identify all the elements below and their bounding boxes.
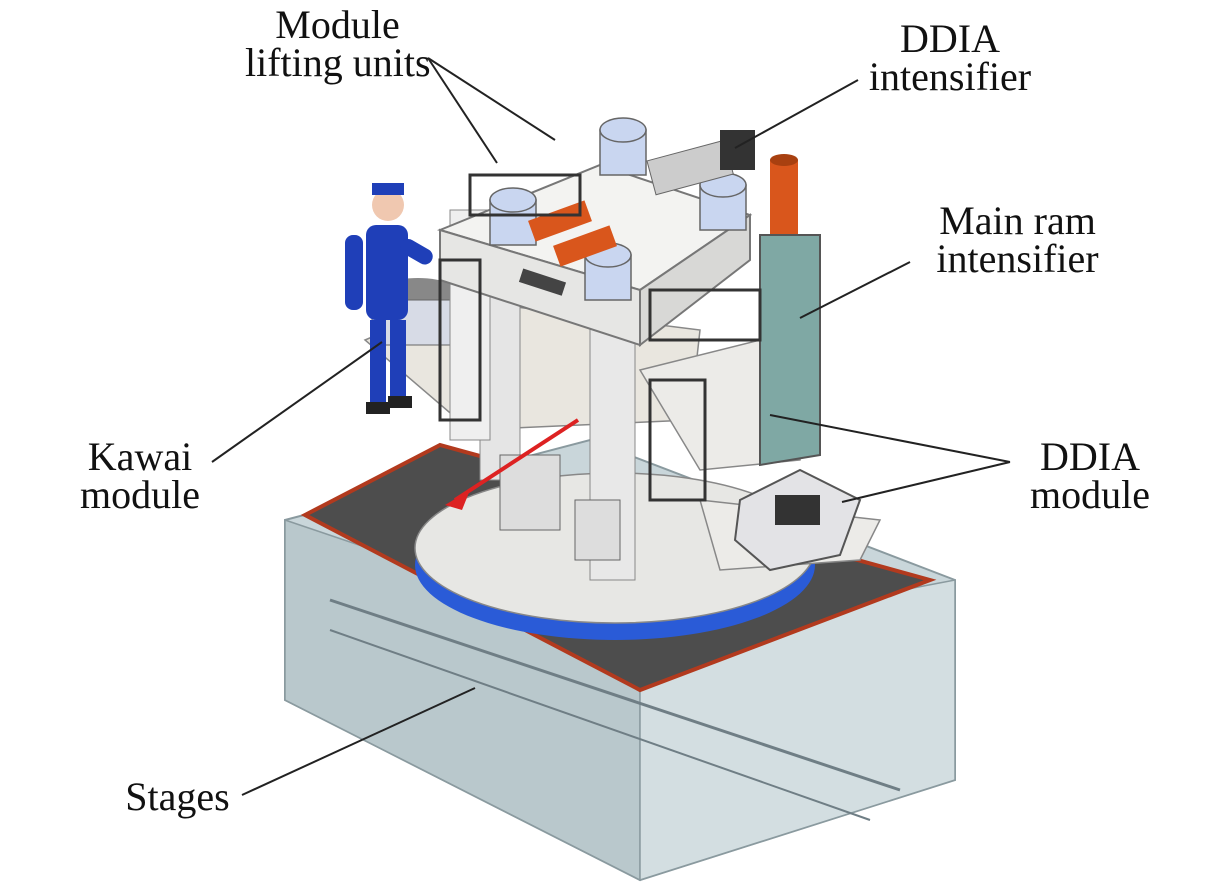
lifting-unit-frames (438, 173, 762, 502)
label-line: intensifier (868, 54, 1032, 99)
label-main-ram-intensifier: Main ram intensifier (920, 198, 1115, 281)
label-ddia-module: DDIA module (1015, 434, 1165, 517)
leader-ddia-module-1 (769, 414, 1011, 463)
leader-stages (241, 687, 476, 796)
leader-main-ram (799, 261, 911, 319)
label-line: Stages (125, 774, 230, 819)
label-line: intensifier (936, 236, 1099, 281)
label-line: module (80, 472, 200, 517)
label-line: Module (275, 2, 400, 47)
leader-kawai (211, 341, 383, 463)
label-kawai-module: Kawai module (65, 434, 215, 517)
label-line: module (1030, 472, 1150, 517)
label-stages: Stages (110, 774, 245, 819)
label-line: lifting units (245, 40, 431, 85)
leader-lines (211, 57, 1011, 796)
leader-module-lifting-2 (427, 57, 556, 141)
leader-module-lifting-1 (427, 57, 498, 164)
main-ram-intensifier-shape (759, 154, 821, 467)
leader-ddia-intensifier (734, 79, 859, 149)
person-figure (345, 183, 433, 414)
leader-ddia-module-2 (841, 461, 1011, 503)
label-line: Kawai (87, 434, 193, 479)
top-cylinders (489, 117, 755, 301)
label-line: DDIA (1040, 434, 1140, 479)
label-module-lifting-units: Module lifting units (245, 2, 431, 85)
label-line: DDIA (900, 16, 1000, 61)
ddia-module-shape (733, 468, 862, 572)
label-ddia-intensifier: DDIA intensifier (860, 16, 1040, 99)
label-line: Main ram (939, 198, 1096, 243)
